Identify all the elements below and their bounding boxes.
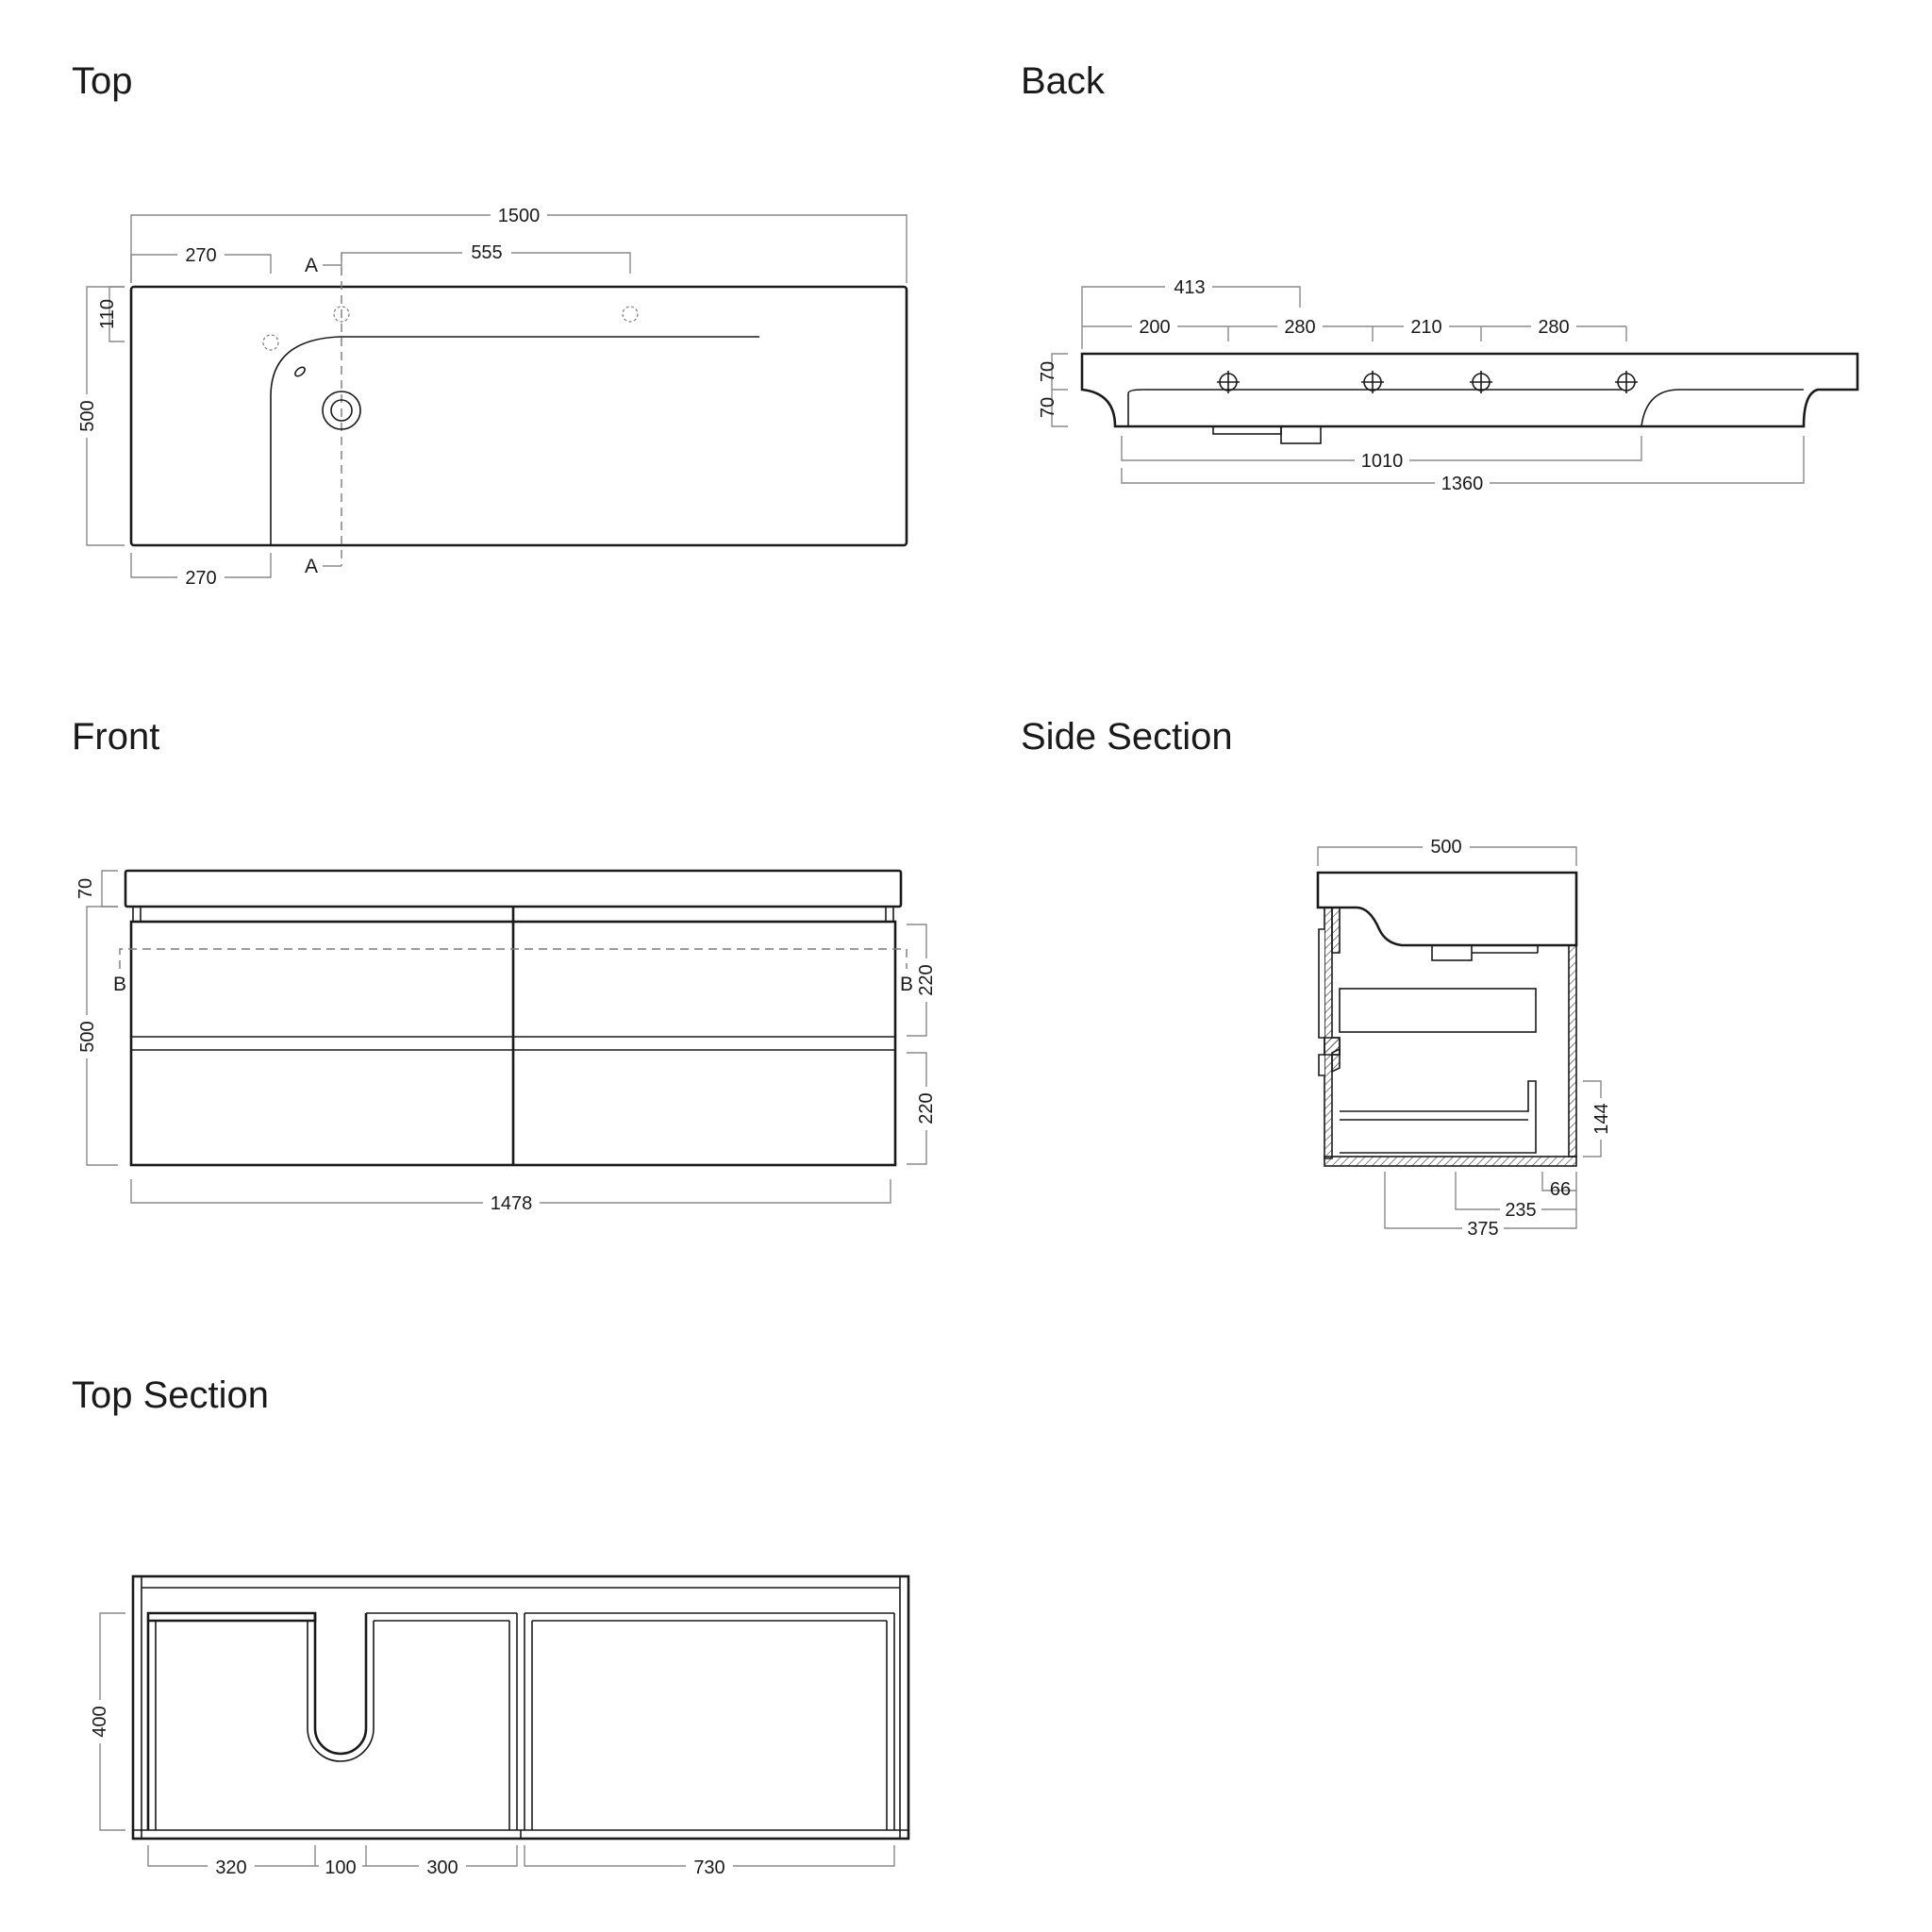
dim-66-label: 66 [1550, 1179, 1571, 1200]
section-a-top-label: A [305, 255, 318, 276]
dim-500-front-label: 500 [77, 1021, 98, 1052]
drawer-upper-right[interactable] [515, 924, 893, 1035]
view-title-back: Back [1021, 60, 1105, 102]
back-view: 413 200 280 210 280 70 70 1010 1360 [1038, 274, 1859, 496]
dim-280-a-label: 280 [1284, 317, 1315, 338]
back-view-ledge-right [1641, 389, 1804, 427]
dim-375-label: 375 [1467, 1219, 1498, 1240]
fixing-hole-icon [262, 334, 279, 351]
dim-1478-label: 1478 [491, 1193, 533, 1214]
back-view-basin-outline [1080, 352, 1859, 428]
dim-280-b-label: 280 [1538, 317, 1569, 338]
overflow-icon [294, 366, 306, 377]
dim-line-70-front [101, 870, 118, 908]
dim-220-upper-label: 220 [916, 964, 937, 995]
view-title-top: Top [72, 60, 133, 102]
drawer-upper-left[interactable] [133, 924, 511, 1035]
front-view-countertop [124, 869, 903, 908]
dim-400-label: 400 [90, 1706, 110, 1737]
dim-220-lower-label: 220 [916, 1092, 937, 1124]
dim-110-label: 110 [97, 299, 118, 329]
dim-300-label: 300 [426, 1857, 458, 1878]
dim-70-top-label: 70 [1038, 361, 1058, 382]
top-section-view: 400 320 100 300 730 [89, 1574, 910, 1879]
tap-hole-1-icon [333, 306, 350, 323]
dim-1010-label: 1010 [1361, 451, 1404, 472]
side-section-basin-profile [1316, 871, 1578, 947]
view-title-side-section: Side Section [1021, 716, 1233, 758]
side-section-trap [1431, 944, 1473, 961]
dim-1360-label: 1360 [1441, 474, 1484, 494]
section-b-left-label: B [113, 974, 126, 995]
dim-70-front-label: 70 [75, 878, 96, 899]
dim-200-label: 200 [1139, 317, 1170, 338]
side-section-lower-drawer [1340, 1080, 1537, 1154]
dim-320-label: 320 [215, 1857, 246, 1878]
side-section-front-panel [1568, 944, 1577, 1158]
front-view: B B 70 500 220 220 1478 [75, 869, 938, 1217]
section-b-right-label: B [900, 974, 913, 995]
dim-1500-label: 1500 [498, 206, 541, 226]
drawer-lower-right[interactable] [515, 1052, 893, 1163]
mount-hole-3-icon [1470, 371, 1492, 393]
dim-210-label: 210 [1410, 317, 1441, 338]
dim-144-label: 144 [1591, 1103, 1612, 1134]
section-a-bottom-label: A [305, 556, 318, 577]
mount-hole-4-icon [1615, 371, 1638, 393]
dim-line-300 [366, 1845, 518, 1867]
dim-70-bottom-label: 70 [1038, 397, 1058, 418]
dim-500-side-label: 500 [1430, 837, 1461, 858]
dim-270-bottom-label: 270 [185, 568, 216, 589]
basin-bowl-curve [270, 336, 759, 545]
top-section-u-cutout [313, 1613, 368, 1756]
side-section-view: 500 144 66 235 375 [1316, 834, 1613, 1240]
dim-270-top-label: 270 [185, 245, 216, 266]
side-section-bottom-panel [1324, 1156, 1577, 1167]
section-b-line [119, 948, 908, 969]
top-view: 1500 270 555 A A 110 500 270 [75, 200, 908, 591]
view-title-front: Front [72, 716, 160, 758]
dim-413-label: 413 [1174, 277, 1205, 298]
mount-hole-1-icon [1217, 371, 1240, 393]
tap-hole-2-icon [622, 306, 639, 323]
dim-line-66 [1541, 1172, 1577, 1191]
back-view-trap-body [1280, 425, 1322, 444]
dim-500-top-label: 500 [77, 400, 98, 431]
back-view-ledge-line [1127, 389, 1623, 426]
dim-100-label: 100 [325, 1857, 356, 1878]
side-section-upper-drawer [1339, 988, 1537, 1033]
dim-235-label: 235 [1505, 1200, 1536, 1221]
top-section-outline [131, 1574, 910, 1840]
dim-555-label: 555 [471, 242, 502, 263]
drawer-lower-left[interactable] [133, 1052, 511, 1163]
mount-hole-2-icon [1361, 371, 1384, 393]
top-view-outline [129, 285, 908, 547]
view-title-top-section: Top Section [72, 1374, 270, 1416]
dim-730-label: 730 [693, 1857, 724, 1878]
drain-inner-icon [330, 399, 353, 422]
drain-outer-icon [322, 391, 361, 430]
